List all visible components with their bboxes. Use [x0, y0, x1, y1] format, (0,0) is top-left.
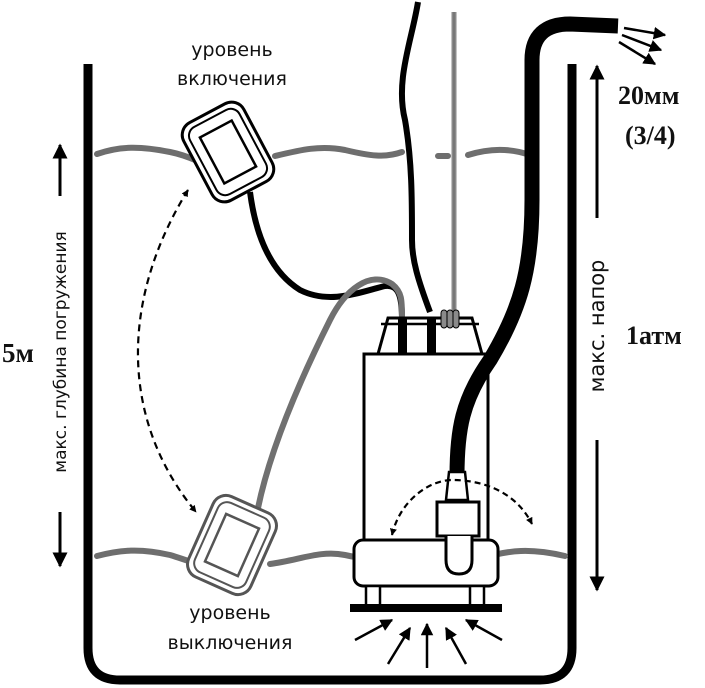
float-on-label-line1: уровень [191, 39, 272, 61]
max-depth-value: 5м [2, 338, 34, 368]
float-off-label-line1: уровень [189, 602, 270, 624]
lower-float-cable [255, 276, 405, 509]
max-depth-dimension: макс. глубина погружения [51, 143, 71, 568]
max-head-label: макс. напор [585, 260, 609, 393]
float-travel-arc [136, 189, 197, 513]
hose-connector [444, 470, 470, 502]
max-head-value: 1атм [626, 321, 682, 350]
rod-clip [440, 309, 460, 329]
tank-wall [83, 64, 577, 685]
float-off-label-line2: выключения [168, 632, 293, 654]
upper-water-level [94, 144, 533, 165]
float-switch-on [180, 100, 276, 204]
pump-foot-plate [350, 604, 502, 612]
upper-float-cable [247, 191, 405, 321]
pump [350, 309, 502, 612]
power-cable [398, 1, 433, 314]
outlet-size-mm: 20мм [618, 81, 679, 110]
max-head-dimension: макс. напор [585, 64, 609, 592]
pump-base [352, 538, 500, 588]
outlet-fitting [435, 500, 481, 538]
discharge-hose [449, 16, 619, 477]
outflow-arrows [618, 26, 667, 66]
float-switch-off [186, 493, 278, 597]
outlet-size-inch: (3/4) [625, 121, 676, 150]
float-on-label-line2: включения [177, 68, 287, 90]
inflow-arrows [354, 618, 503, 668]
swing-arc [389, 478, 533, 536]
max-depth-label: макс. глубина погружения [51, 231, 71, 472]
